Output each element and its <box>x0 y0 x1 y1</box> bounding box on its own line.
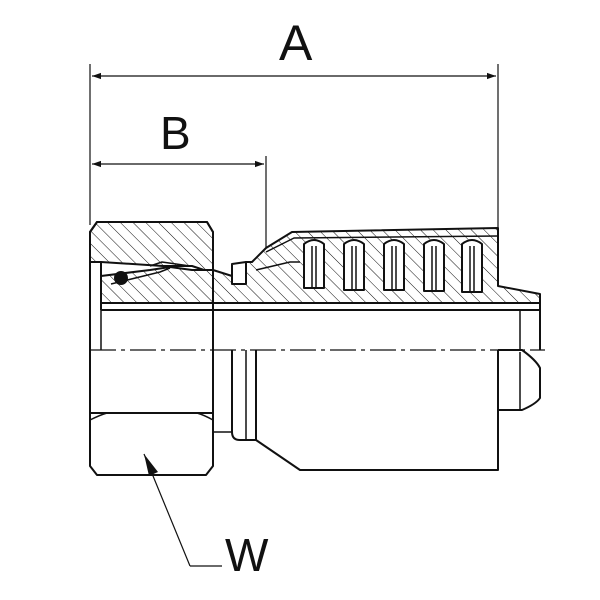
ferrule-lower-outline <box>255 350 499 471</box>
serration-4 <box>423 239 445 292</box>
nipple-lower-half <box>213 294 541 471</box>
stem-lower <box>498 349 541 411</box>
hex-nut <box>89 221 214 476</box>
serration-3 <box>383 239 405 291</box>
nut-outline <box>89 221 214 476</box>
dimension-b-label: B <box>160 107 191 159</box>
seat-cone-line <box>149 261 191 267</box>
dimension-a-label: A <box>279 15 313 71</box>
dimension-b <box>92 156 267 248</box>
ferrule-step-line <box>255 261 300 271</box>
serration-1 <box>303 239 325 289</box>
serration-lines <box>311 246 475 292</box>
collar-lower <box>231 350 256 441</box>
dimension-a <box>89 64 499 228</box>
leader-w-arrowhead <box>144 454 158 476</box>
nut-chamfer-left <box>89 412 108 421</box>
ferrule-inner-line <box>265 235 499 253</box>
serration-5 <box>461 239 483 293</box>
collar-groove <box>231 261 247 285</box>
dimension-w-label: W <box>225 529 269 581</box>
seat-line <box>110 267 171 285</box>
nut-chamfer-right <box>196 412 214 421</box>
serration-2 <box>343 239 365 291</box>
leader-w <box>143 453 222 567</box>
serrations <box>303 239 483 293</box>
nut-section-upper <box>89 221 214 271</box>
